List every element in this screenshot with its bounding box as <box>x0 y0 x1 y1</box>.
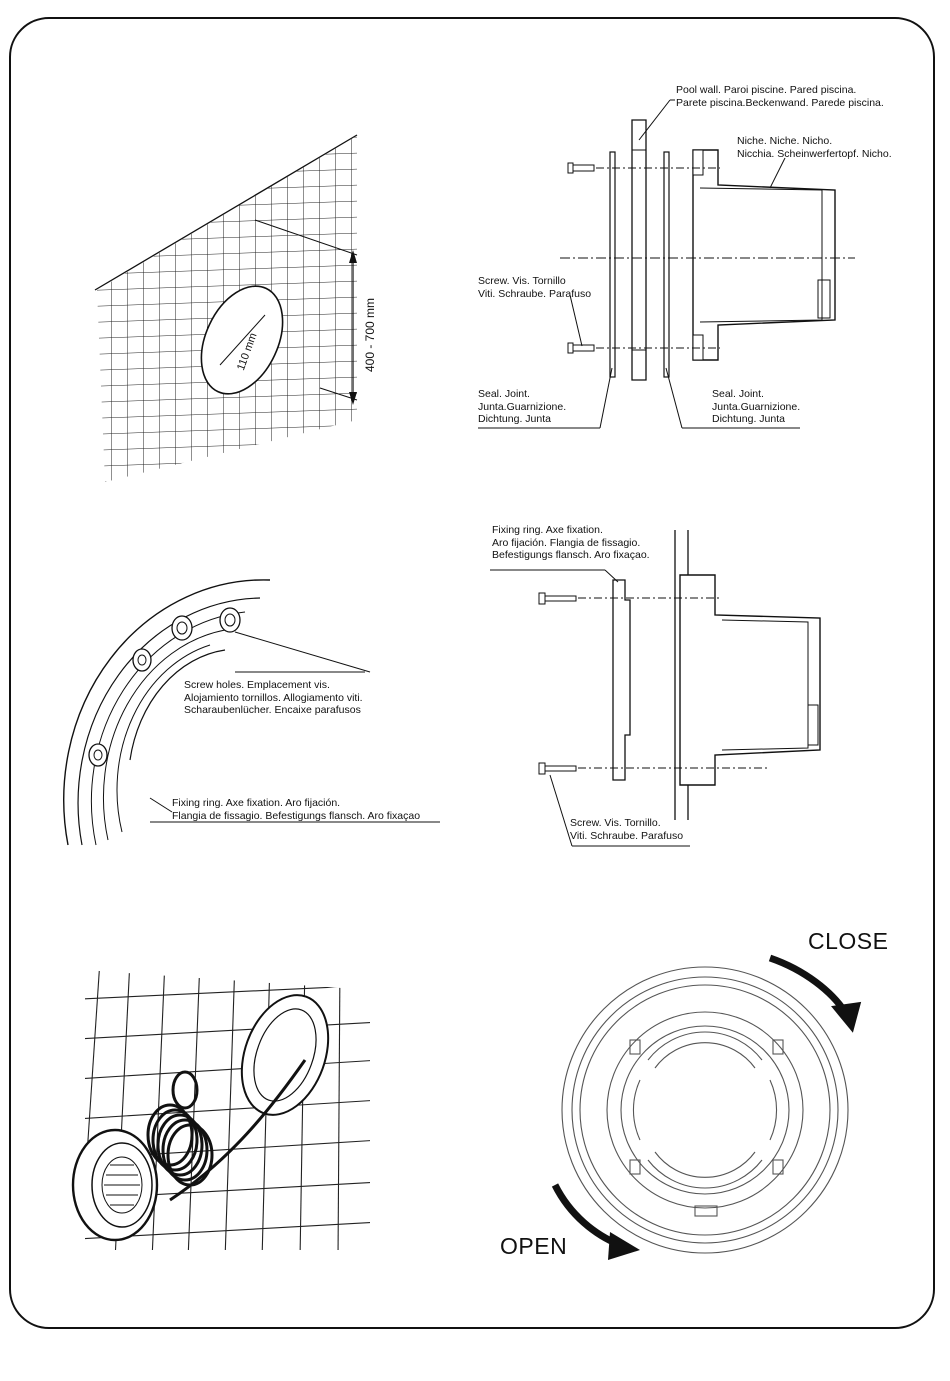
fixing-ring-label-left: Fixing ring. Axe fixation. Aro fijación.… <box>172 797 421 822</box>
rotation-lock-figure <box>551 954 862 1260</box>
bottom-screw-icon <box>567 342 595 354</box>
top-screw-icon <box>538 592 577 605</box>
lamp-lens <box>629 1031 784 1217</box>
assembled-section-figure <box>490 530 821 847</box>
screw-hole-icon <box>171 615 193 641</box>
pool-wall-label: Pool wall. Paroi piscine. Pared piscina.… <box>676 84 884 109</box>
niche-label: Niche. Niche. Nicho.Nicchia. Scheinwerfe… <box>737 135 892 160</box>
screw-hole-icon <box>219 607 241 633</box>
left-seal <box>609 151 616 378</box>
cable-coil <box>146 1103 214 1187</box>
seal-left-label: Seal. Joint.Junta.Guarnizione.Dichtung. … <box>478 388 567 425</box>
top-screw-icon <box>567 162 595 174</box>
fixing-ring-label-right: Fixing ring. Axe fixation.Aro fijación. … <box>492 524 650 561</box>
screw-hole-icon <box>88 743 108 767</box>
niche-flange <box>240 994 330 1116</box>
page-frame <box>9 17 935 1329</box>
fixing-ring-section <box>612 579 631 781</box>
bottom-screw-icon <box>538 762 577 775</box>
pool-wall-section <box>631 119 647 381</box>
fixing-ring-detail-figure <box>63 579 371 846</box>
open-label: OPEN <box>500 1233 568 1259</box>
right-seal <box>663 151 670 378</box>
lamp-body <box>71 1128 159 1242</box>
seal-right-label: Seal. Joint.Junta.Guarnizione.Dichtung. … <box>712 388 801 425</box>
exploded-section-figure <box>478 99 855 429</box>
screw-label-right: Screw. Vis. Tornillo.Viti. Schraube. Par… <box>570 817 684 842</box>
screw-hole-icon <box>132 648 152 672</box>
wall-grid-hole-figure <box>94 134 358 482</box>
close-arrow-icon <box>768 954 848 1014</box>
close-label: CLOSE <box>808 928 889 954</box>
niche-body <box>679 574 821 786</box>
screw-holes-label: Screw holes. Emplacement vis.Alojamiento… <box>184 679 363 716</box>
light-installation-figure <box>71 970 370 1250</box>
